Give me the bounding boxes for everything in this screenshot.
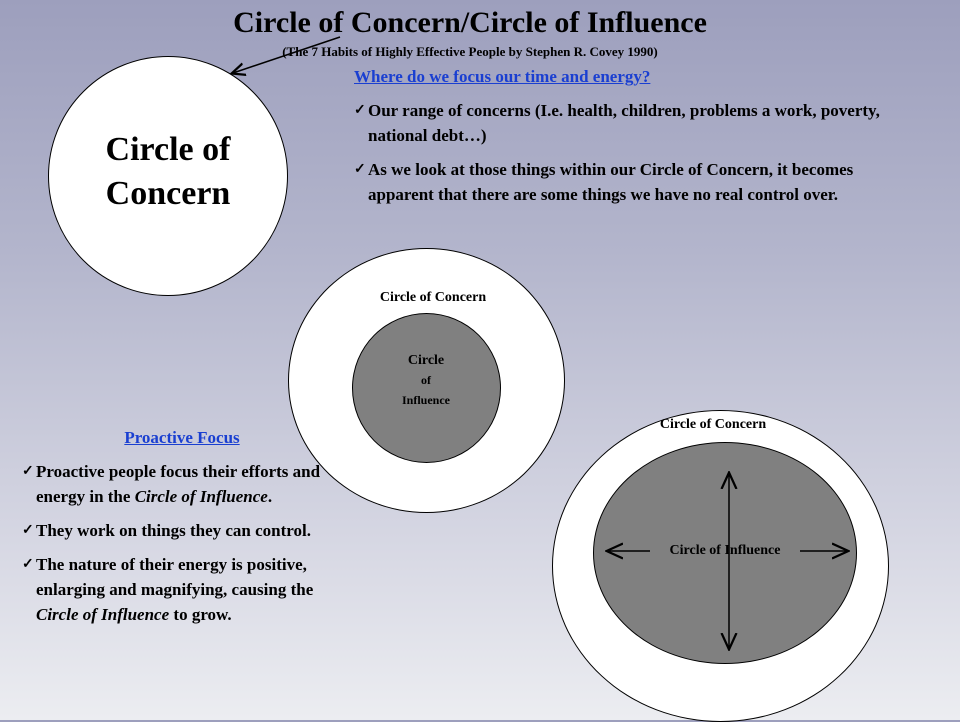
proactive-item-text: They work on things they can control.: [36, 521, 312, 540]
focus-item-text: As we look at those things within our Ci…: [368, 160, 854, 204]
right-inner-label: Circle of Influence: [669, 543, 781, 558]
pointer-arrow: [233, 36, 341, 73]
proactive-item-text: Proactive people focus their efforts and…: [36, 462, 321, 506]
proactive-item-text: The nature of their energy is positive, …: [36, 555, 314, 599]
check-icon: ✓: [22, 557, 34, 572]
focus-section: Where do we focus our time and energy? ✓…: [354, 64, 914, 207]
page-subtitle: (The 7 Habits of Highly Effective People…: [282, 44, 658, 59]
proactive-item-tail: .: [267, 487, 273, 506]
check-icon: ✓: [22, 523, 34, 538]
focus-item: ✓ As we look at those things within our …: [354, 157, 914, 207]
focus-item: ✓ Our range of concerns (I.e. health, ch…: [354, 98, 914, 148]
focus-item-text: Our range of concerns (I.e. health, chil…: [368, 101, 880, 145]
circle-of-concern-large: [48, 56, 288, 296]
right-outer-label: Circle of Concern: [659, 417, 767, 432]
middle-inner-label-3: Influence: [402, 393, 450, 407]
proactive-item-tail: to grow.: [169, 605, 232, 624]
middle-circle-of-influence: [352, 313, 501, 463]
focus-heading-link[interactable]: Where do we focus our time and energy?: [354, 67, 651, 86]
proactive-item-emphasis: Circle of Influence: [134, 487, 268, 506]
middle-inner-label-2: of: [421, 373, 431, 387]
check-icon: ✓: [354, 162, 366, 177]
proactive-item: ✓ The nature of their energy is positive…: [22, 552, 342, 627]
middle-outer-label: Circle of Concern: [379, 290, 487, 305]
check-icon: ✓: [354, 103, 366, 118]
check-icon: ✓: [22, 464, 34, 479]
proactive-heading-link[interactable]: Proactive Focus: [124, 428, 240, 447]
proactive-item: ✓ Proactive people focus their efforts a…: [22, 459, 342, 509]
proactive-section: Proactive Focus ✓ Proactive people focus…: [22, 425, 342, 627]
proactive-item-emphasis: Circle of Influence: [36, 605, 170, 624]
middle-inner-label-1: Circle: [407, 353, 445, 368]
page-title: Circle of Concern/Circle of Influence: [233, 6, 707, 39]
proactive-item: ✓ They work on things they can control.: [22, 518, 342, 543]
circle-of-concern-large-label: Circle of Concern: [105, 131, 231, 212]
